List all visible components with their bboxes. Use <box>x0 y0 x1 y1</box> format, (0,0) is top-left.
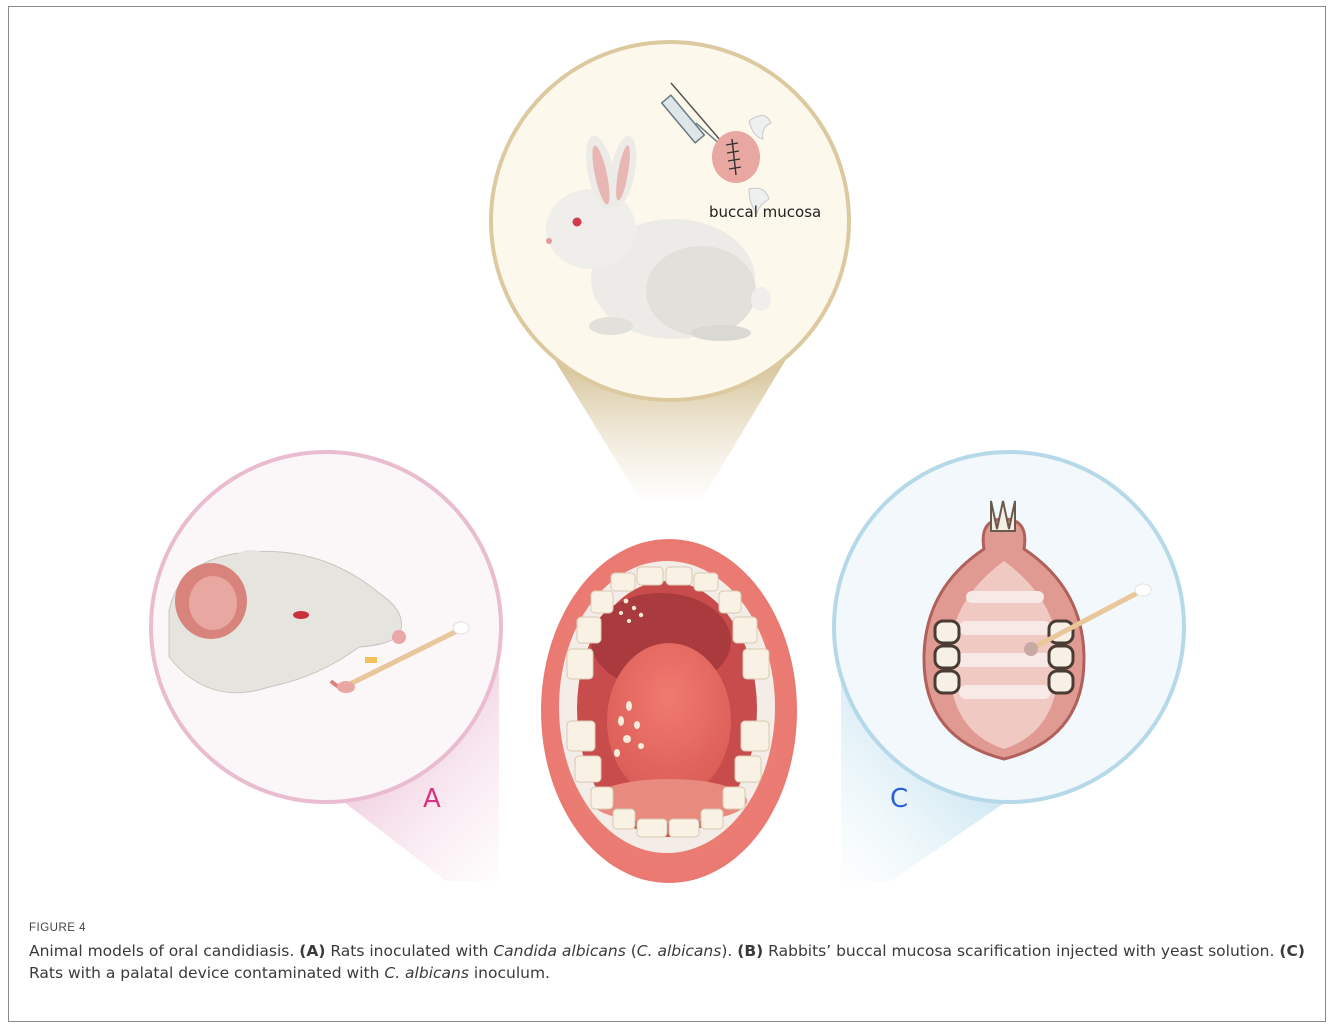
caption-a-close: ). <box>721 942 732 960</box>
figure-label: FIGURE 4 <box>29 922 1309 934</box>
caption-b-letter: (B) <box>737 942 763 960</box>
figure-illustration: buccal mucosa <box>9 7 1325 1021</box>
panel-a-rat-circle <box>151 452 501 802</box>
panel-c-letter: C <box>890 784 908 814</box>
caption-a-abbrev: C. albicans <box>637 942 722 960</box>
caption-c-text-end: inoculum. <box>474 964 550 982</box>
panel-b-rabbit-circle: buccal mucosa <box>491 42 849 400</box>
caption-a-text: Rats inoculated with <box>330 942 488 960</box>
caption-c-abbrev: C. albicans <box>384 964 469 982</box>
caption-text: Animal models of oral candidiasis. (A) R… <box>29 940 1309 984</box>
caption-title: Animal models of oral candidiasis. <box>29 942 294 960</box>
caption-c-text: Rats with a palatal device contaminated … <box>29 964 379 982</box>
caption-a-letter: (A) <box>299 942 325 960</box>
molars-left <box>935 621 959 693</box>
caption-a-species: Candida albicans <box>493 942 625 960</box>
open-mouth-illustration <box>541 539 797 883</box>
buccal-mucosa-label: buccal mucosa <box>709 203 821 221</box>
caption-b-text: Rabbits’ buccal mucosa scarification inj… <box>768 942 1274 960</box>
figure-caption: FIGURE 4 Animal models of oral candidias… <box>29 922 1309 984</box>
panel-c-palate-circle <box>834 452 1184 802</box>
caption-c-letter: (C) <box>1279 942 1305 960</box>
figure-frame: buccal mucosa <box>8 6 1326 1022</box>
panel-a-letter: A <box>423 784 441 814</box>
